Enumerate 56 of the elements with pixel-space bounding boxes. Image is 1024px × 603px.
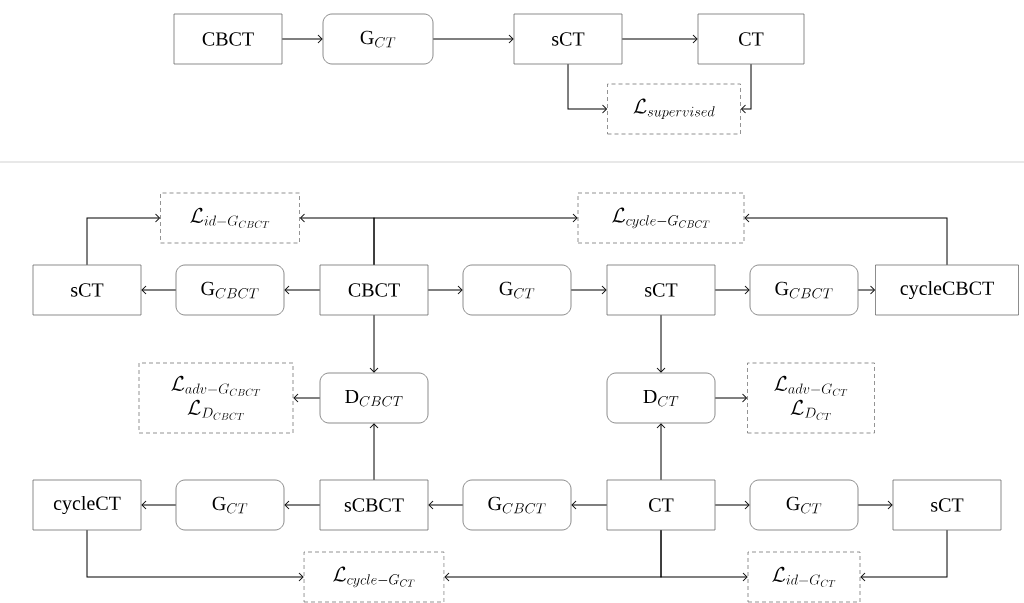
arrow	[281, 34, 323, 44]
loss-box: $\mathcal{L}_{adv-G_{CT}}$ $\mathcal{L}_{D_{CT}}$	[747, 362, 875, 434]
arrow	[744, 213, 948, 266]
arrow	[656, 423, 666, 481]
loss-box: $\mathcal{L}_{cycle-G_{CBCT}}$	[577, 192, 745, 244]
network-box: $\mathrm{G}_{CT}$	[175, 479, 285, 531]
arrow	[567, 63, 607, 114]
arrow	[714, 500, 750, 510]
image-box: $\mathrm{CT}$	[697, 13, 805, 65]
image-box: $\mathrm{sCT}$	[513, 13, 623, 65]
loss-box: $\mathcal{L}_{supervised}$	[607, 83, 741, 135]
arrow	[621, 34, 698, 44]
arrow	[857, 500, 893, 510]
arrow	[857, 285, 875, 295]
image-box: $\mathrm{CBCT}$	[173, 13, 283, 65]
arrow	[428, 500, 464, 510]
image-box: $\mathrm{sCT}$	[32, 264, 142, 316]
arrow	[427, 285, 463, 295]
network-box: $\mathrm{D}_{CT}$	[606, 372, 716, 424]
loss-box: $\mathcal{L}_{id-G_{CT}}$	[747, 551, 861, 603]
arrow	[86, 213, 160, 266]
arrow	[570, 285, 607, 295]
image-box: $\mathrm{CBCT}$	[319, 264, 429, 316]
image-box: $\mathrm{CT}$	[606, 479, 716, 531]
loss-box: $\mathcal{L}_{cycle-G_{CT}}$	[303, 551, 445, 603]
image-box: $\mathrm{sCT}$	[892, 479, 1002, 531]
arrow	[284, 500, 321, 510]
network-box: $\mathrm{G}_{CT}$	[322, 13, 434, 65]
arrow	[293, 393, 321, 403]
image-box: $\mathrm{cycleCBCT}$	[875, 264, 1019, 316]
network-box: $\mathrm{G}_{CT}$	[462, 264, 572, 316]
arrow	[141, 500, 177, 510]
arrow	[714, 285, 750, 295]
loss-box: $\mathcal{L}_{id-G_{CBCT}}$	[160, 192, 300, 244]
arrow	[369, 314, 379, 373]
loss-box: $\mathcal{L}_{adv-G_{CBCT}}$ $\mathcal{L}_{D_{CBCT}}$	[138, 362, 294, 434]
arrow	[432, 34, 514, 44]
arrow	[741, 63, 752, 114]
arrow	[860, 529, 948, 582]
arrow	[86, 529, 304, 582]
image-box: $\mathrm{sCT}$	[606, 264, 716, 316]
arrow	[369, 423, 379, 481]
network-box: $\mathrm{G}_{CBCT}$	[749, 264, 859, 316]
arrow	[373, 213, 578, 266]
arrow	[660, 529, 748, 582]
arrow	[714, 393, 747, 403]
network-box: $\mathrm{G}_{CT}$	[749, 479, 859, 531]
arrow	[656, 314, 666, 373]
network-box: $\mathrm{D}_{CBCT}$	[319, 372, 429, 424]
network-box: $\mathrm{G}_{CBCT}$	[462, 479, 572, 531]
image-box: $\mathrm{cycleCT}$	[32, 479, 142, 531]
arrow	[141, 285, 177, 295]
arrow	[571, 500, 608, 510]
image-box: $\mathrm{sCBCT}$	[319, 479, 429, 531]
arrow	[284, 285, 321, 295]
network-box: $\mathrm{G}_{CBCT}$	[175, 264, 285, 316]
